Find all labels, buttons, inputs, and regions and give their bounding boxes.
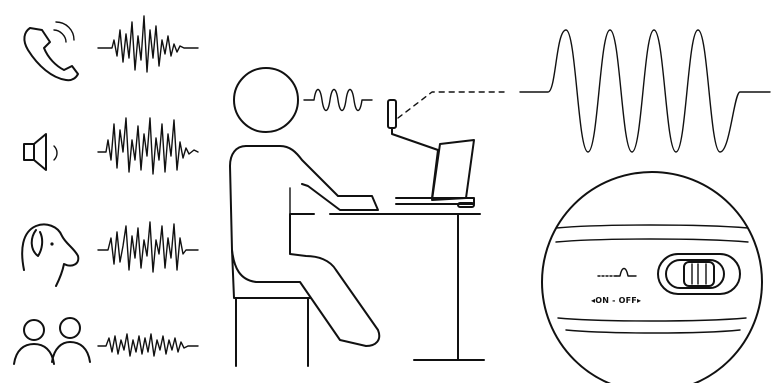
laptop-icon xyxy=(396,140,474,207)
signal-glyph-pulse xyxy=(616,269,636,277)
switch-label-text: ON - OFF xyxy=(595,296,637,305)
switch-label: ◂ON - OFF▸ xyxy=(591,296,641,305)
voice-waveform xyxy=(304,90,372,111)
dog-icon xyxy=(22,224,78,286)
speaker-icon xyxy=(24,134,57,170)
clean-output-waveform xyxy=(520,30,770,152)
desk xyxy=(330,214,484,360)
microphone-icon xyxy=(388,100,438,198)
chair xyxy=(232,250,310,366)
signal-dashed-line xyxy=(398,92,504,118)
zoom-callout xyxy=(542,172,762,383)
phone-icon xyxy=(24,22,78,80)
dog-waveform xyxy=(98,222,198,272)
people-icon xyxy=(14,318,90,364)
on-off-switch[interactable] xyxy=(658,254,740,294)
switch-arrow-right: ▸ xyxy=(637,296,641,305)
people-waveform xyxy=(98,334,198,356)
speaker-waveform xyxy=(98,118,198,174)
phone-waveform xyxy=(98,16,198,72)
